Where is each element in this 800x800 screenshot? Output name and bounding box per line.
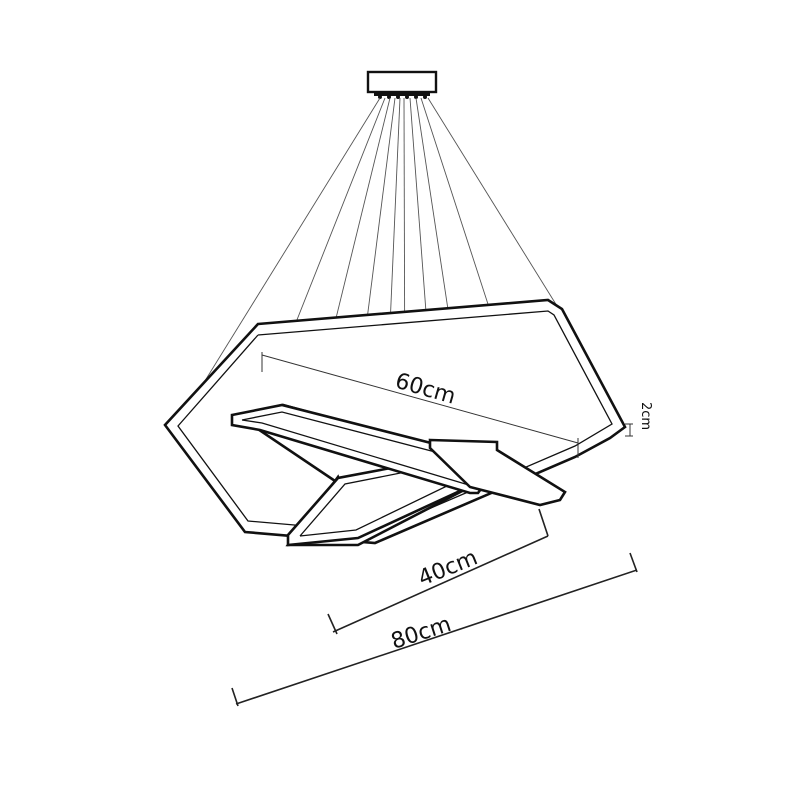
thickness-marker <box>625 423 633 437</box>
thickness-label: 2cm <box>638 402 653 430</box>
outer-width-dimension <box>231 552 638 707</box>
middle-width-dimension <box>327 508 549 635</box>
outer-width-label: 80cm <box>388 612 454 655</box>
inner-hexagon-ring <box>230 403 567 507</box>
middle-width-label: 40cm <box>415 545 481 591</box>
ceiling-canopy <box>366 70 438 99</box>
inner-diagonal-dimension <box>261 352 579 458</box>
